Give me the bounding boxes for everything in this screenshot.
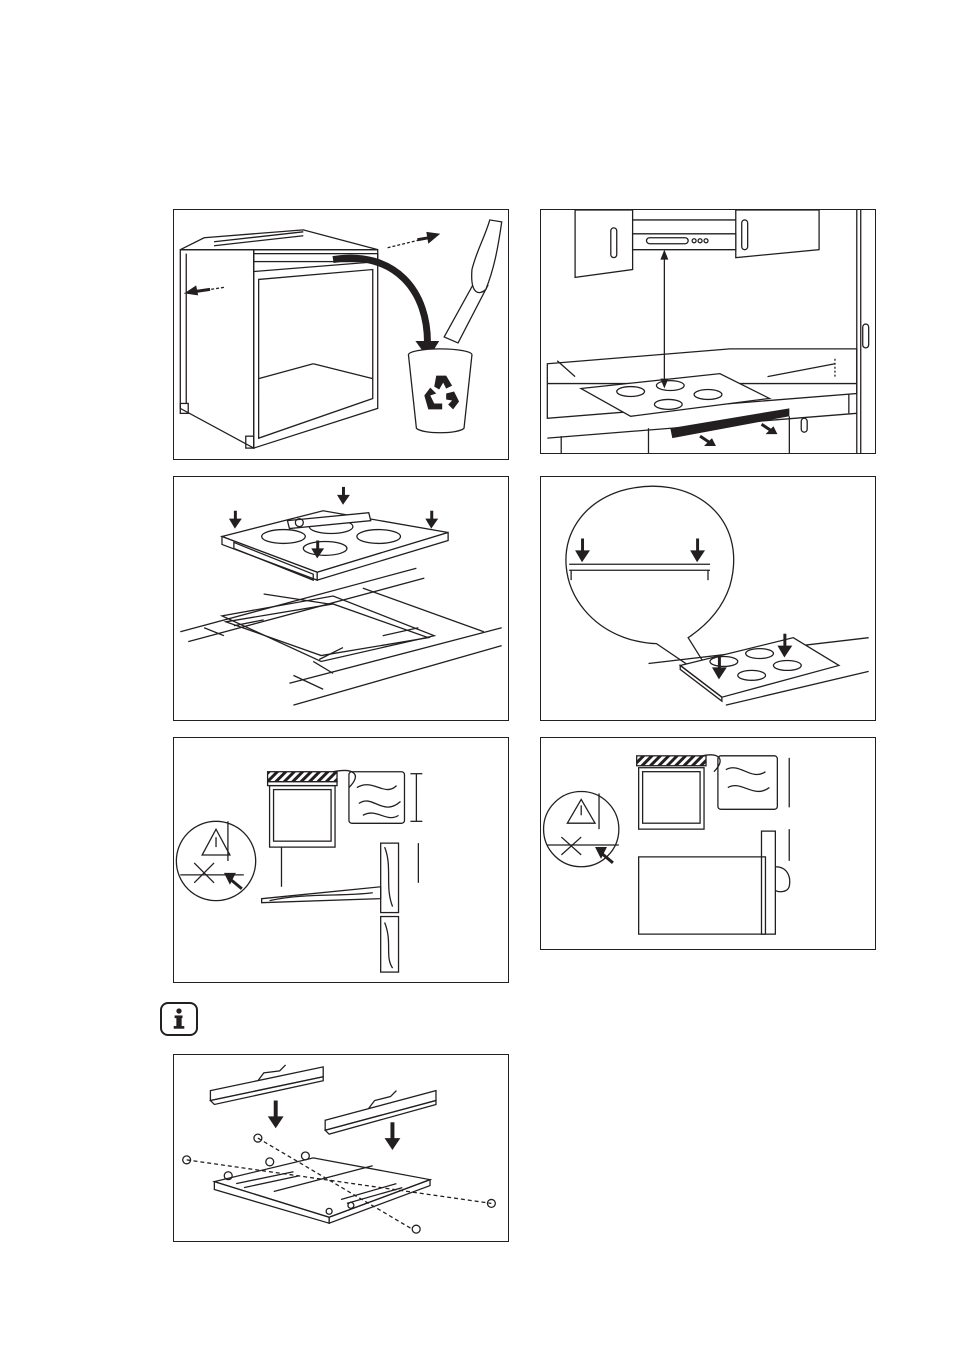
figure-bracket-assembly	[173, 1054, 509, 1242]
info-icon	[160, 1002, 198, 1036]
figure-cutout-dimensions	[173, 476, 509, 721]
figure-worktop-section	[173, 737, 509, 983]
bracket-frame-assembly-icon	[174, 1055, 508, 1241]
worktop-oven-section-warning-icon	[541, 738, 875, 949]
hob-seal-press-magnifier-icon	[541, 477, 875, 720]
figure-cabinet-removal	[173, 209, 509, 460]
hob-cutout-dimensions-icon	[174, 477, 508, 720]
worktop-section-warning-icon	[174, 738, 508, 982]
cabinet-remove-crossbar-recycle-icon	[174, 210, 508, 459]
figure-worktop-oven-section	[540, 737, 876, 950]
figure-kitchen-clearance	[540, 209, 876, 454]
kitchen-hob-clearance-icon	[541, 210, 875, 453]
figure-seal-press	[540, 476, 876, 721]
